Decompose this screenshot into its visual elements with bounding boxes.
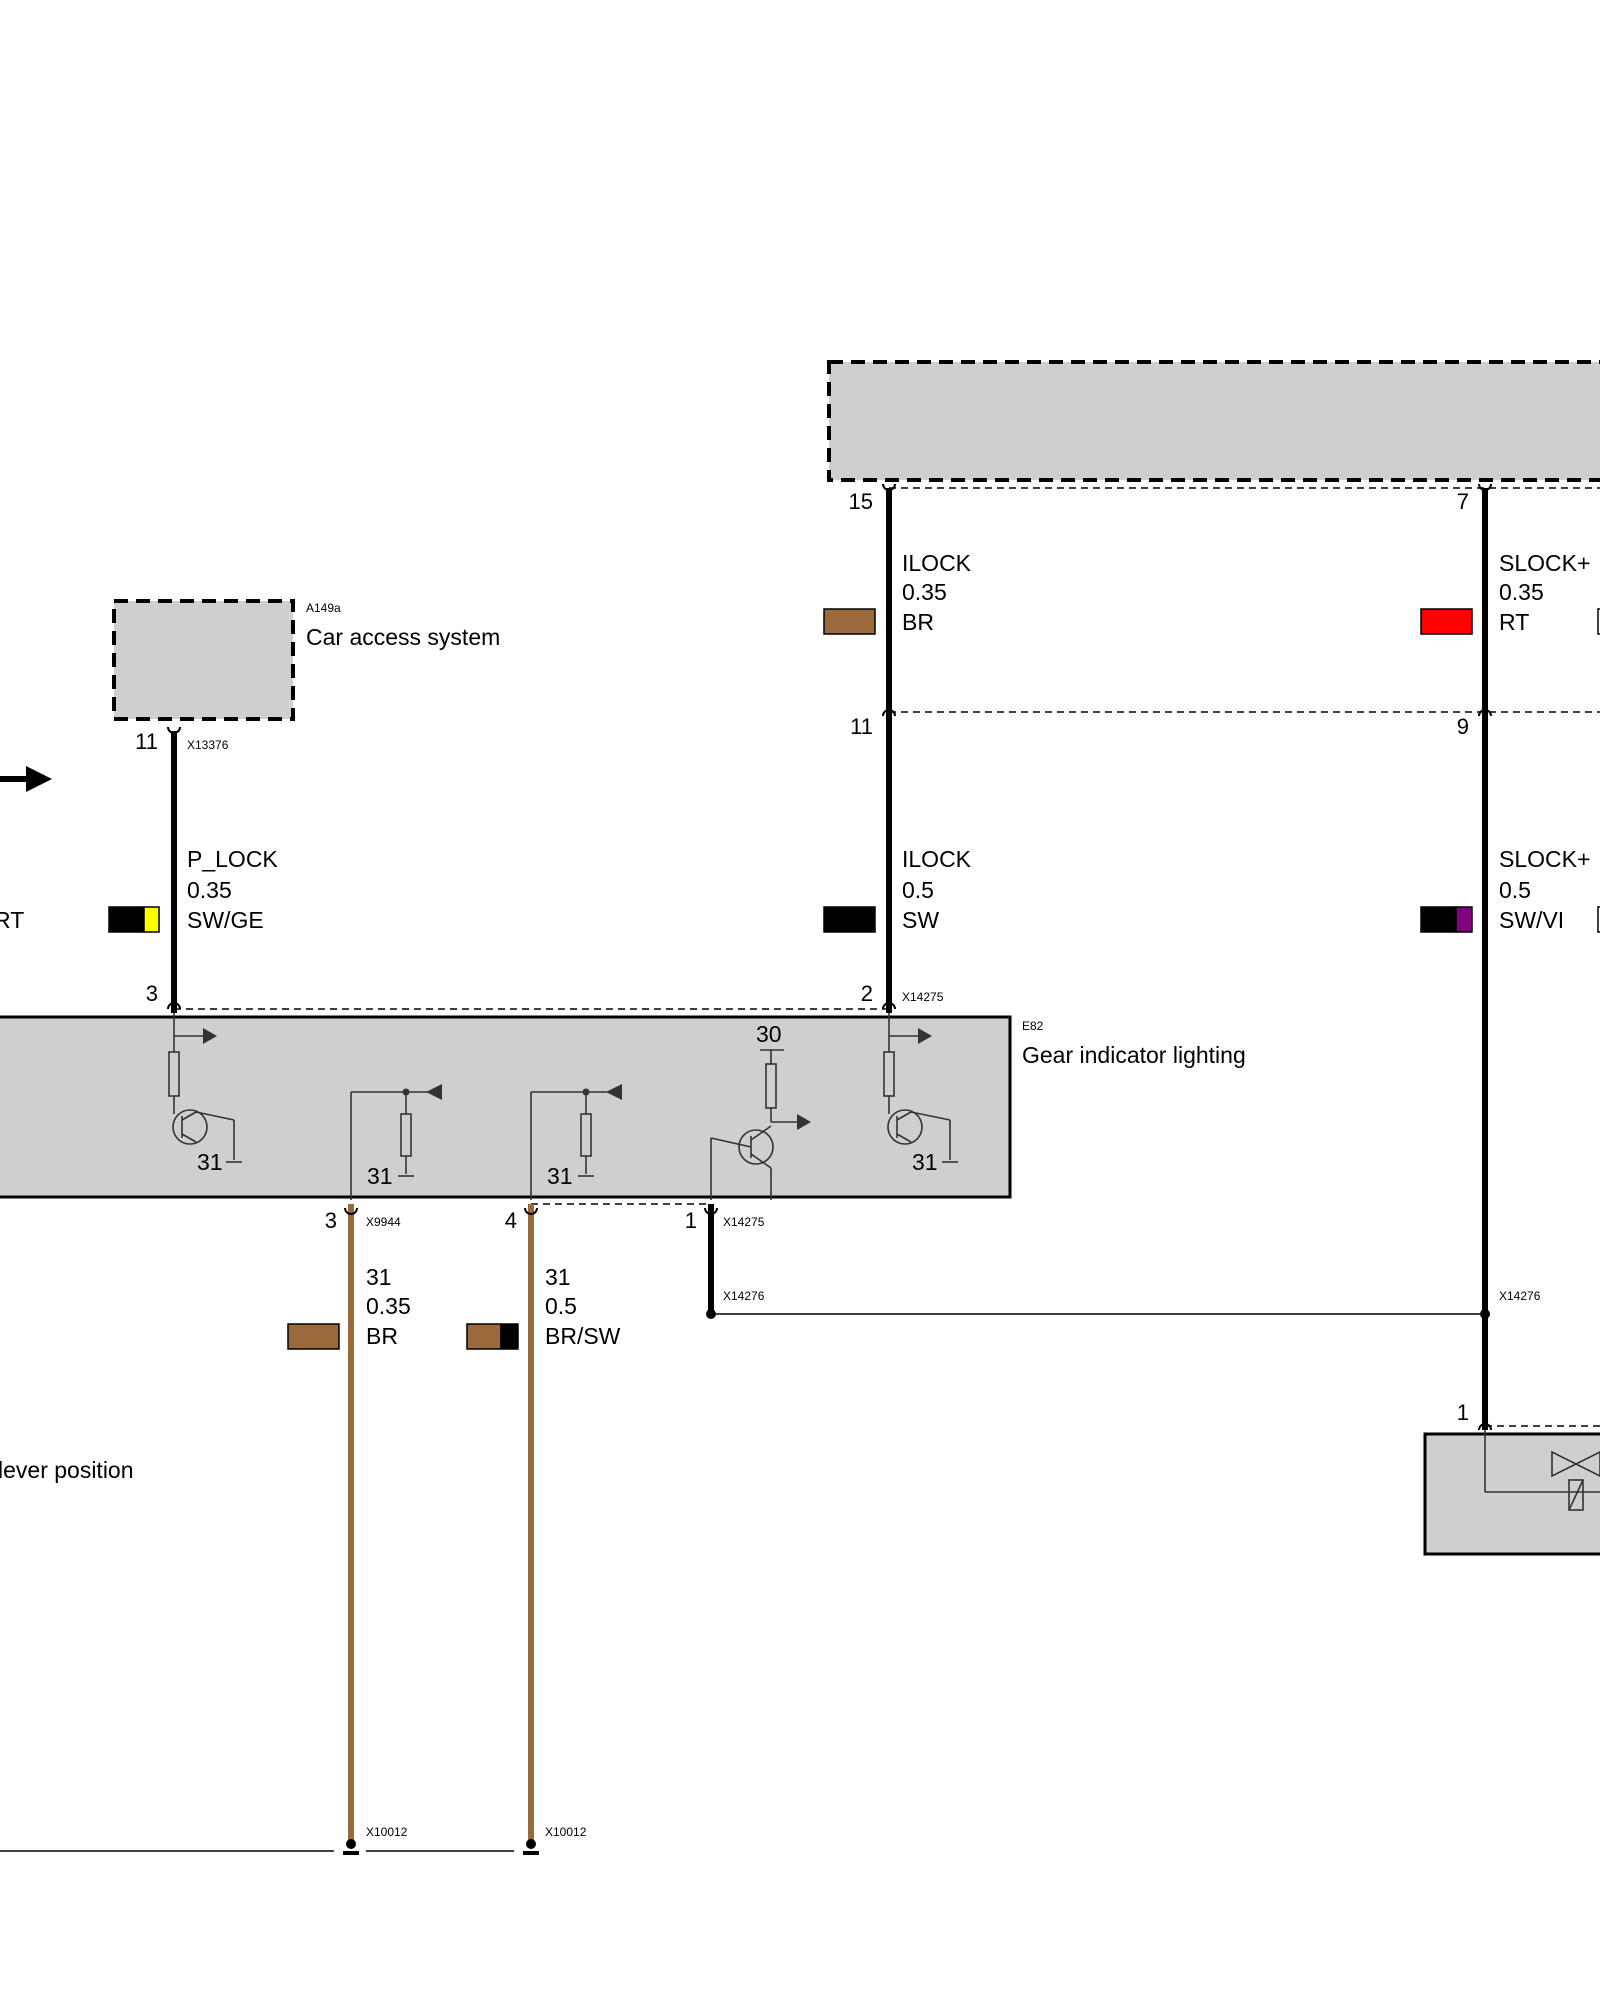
color-swatch-br-ground-a: [287, 1323, 340, 1350]
wire-label-ilock-top: ILOCK 0.35 BR: [902, 550, 972, 635]
svg-text:0.35: 0.35: [1499, 579, 1544, 605]
connector-x9944: X9944: [366, 1215, 401, 1229]
wire-label-ilock-bottom: ILOCK 0.5 SW: [902, 846, 972, 933]
gear-indicator-id: E82: [1022, 1019, 1044, 1033]
color-swatch-sw-p-lock: [108, 906, 145, 933]
transistor-circuit-5: [883, 1012, 958, 1163]
color-swatch-sw-slock: [1420, 906, 1457, 933]
resistor-circuit-2: [350, 1084, 442, 1200]
connector-x10012-b: X10012: [545, 1825, 587, 1839]
svg-text:P_LOCK: P_LOCK: [187, 846, 278, 872]
svg-text:31: 31: [366, 1264, 392, 1290]
color-swatch-br-ground-b: [466, 1323, 502, 1350]
gear-indicator-box: [0, 1015, 1012, 1199]
svg-text:SLOCK+: SLOCK+: [1499, 846, 1590, 872]
pin-number-2: 2: [861, 981, 873, 1006]
connector-x14276-right: X14276: [1499, 1289, 1541, 1303]
svg-text:31: 31: [545, 1264, 571, 1290]
color-swatch-br-ilock: [823, 608, 876, 635]
left-edge-partial-text: lever position: [0, 1457, 134, 1483]
svg-text:ILOCK: ILOCK: [902, 846, 972, 872]
ground-label-4: 31: [912, 1149, 938, 1175]
connector-x14275-top: X14275: [902, 990, 944, 1004]
pin-number-4: 4: [505, 1208, 517, 1233]
ground-label-2: 31: [367, 1163, 393, 1189]
ground-dot-a: [346, 1839, 356, 1849]
left-edge-partial-code: RT: [0, 907, 24, 933]
bottom-module-box: [1423, 1432, 1600, 1556]
car-access-system-name: Car access system: [306, 624, 500, 650]
color-swatch-sw-ilock: [823, 906, 876, 933]
wire-label-slock-bottom: SLOCK+ 0.5 SW/VI: [1499, 846, 1590, 933]
pin-arcs: [167, 483, 1492, 1431]
color-swatch-rt-slock: [1420, 608, 1473, 635]
color-swatch-vi-slock: [1455, 906, 1473, 933]
car-access-system-box: [112, 599, 295, 721]
ground-label-1: 31: [197, 1149, 223, 1175]
svg-text:ILOCK: ILOCK: [902, 550, 972, 576]
color-swatch-ge-p-lock: [143, 906, 160, 933]
wire-label-ground-a: 31 0.35 BR: [366, 1264, 411, 1349]
svg-text:0.35: 0.35: [187, 877, 232, 903]
resistor-circuit-3: [530, 1084, 622, 1200]
svg-text:0.5: 0.5: [902, 877, 934, 903]
svg-text:BR: BR: [366, 1323, 398, 1349]
pin-number-7: 7: [1457, 489, 1469, 514]
gear-indicator-name: Gear indicator lighting: [1022, 1042, 1246, 1068]
svg-text:0.35: 0.35: [902, 579, 947, 605]
wire-label-p-lock: P_LOCK 0.35 SW/GE: [187, 846, 278, 933]
supply-label-30: 30: [756, 1021, 782, 1047]
svg-text:SW: SW: [902, 907, 939, 933]
connector-x13376: X13376: [187, 738, 229, 752]
color-swatch-partial-right-top: [1597, 608, 1600, 635]
transistor-circuit-4: [710, 1049, 811, 1200]
ground-dot-b: [526, 1839, 536, 1849]
car-access-system-id: A149a: [306, 601, 341, 615]
pin-number-9: 9: [1457, 714, 1469, 739]
continuation-arrow-icon: [26, 766, 52, 792]
pin-number-15: 15: [849, 489, 873, 514]
pin-number-1-bottom-module: 1: [1457, 1400, 1469, 1425]
svg-text:BR: BR: [902, 609, 934, 635]
svg-text:0.5: 0.5: [545, 1293, 577, 1319]
svg-text:RT: RT: [1499, 609, 1529, 635]
pin-number-11-mid: 11: [850, 714, 873, 739]
color-swatch-sw-ground-b: [500, 1323, 519, 1350]
color-swatch-partial-right-bottom: [1597, 906, 1600, 933]
splice-dot-left: [706, 1309, 716, 1319]
svg-text:SW/VI: SW/VI: [1499, 907, 1564, 933]
transistor-circuit-1: [168, 1012, 242, 1163]
wire-label-ground-b: 31 0.5 BR/SW: [545, 1264, 621, 1349]
connector-x10012-a: X10012: [366, 1825, 408, 1839]
svg-text:0.5: 0.5: [1499, 877, 1531, 903]
wire-label-slock-top: SLOCK+ 0.35 RT: [1499, 550, 1590, 635]
pin-number-3-bottom: 3: [325, 1208, 337, 1233]
svg-text:BR/SW: BR/SW: [545, 1323, 621, 1349]
ground-label-3: 31: [547, 1163, 573, 1189]
splice-dot-right: [1480, 1309, 1490, 1319]
top-module-box: [827, 360, 1600, 482]
pin-number-1: 1: [685, 1208, 697, 1233]
connector-x14276-left: X14276: [723, 1289, 765, 1303]
pin-number-11-cas: 11: [135, 729, 158, 754]
svg-text:SW/GE: SW/GE: [187, 907, 264, 933]
svg-text:0.35: 0.35: [366, 1293, 411, 1319]
valve-symbol-icon: [1484, 1430, 1600, 1511]
connector-x14275-bottom: X14275: [723, 1215, 765, 1229]
svg-text:SLOCK+: SLOCK+: [1499, 550, 1590, 576]
pin-number-3-top: 3: [146, 981, 158, 1006]
